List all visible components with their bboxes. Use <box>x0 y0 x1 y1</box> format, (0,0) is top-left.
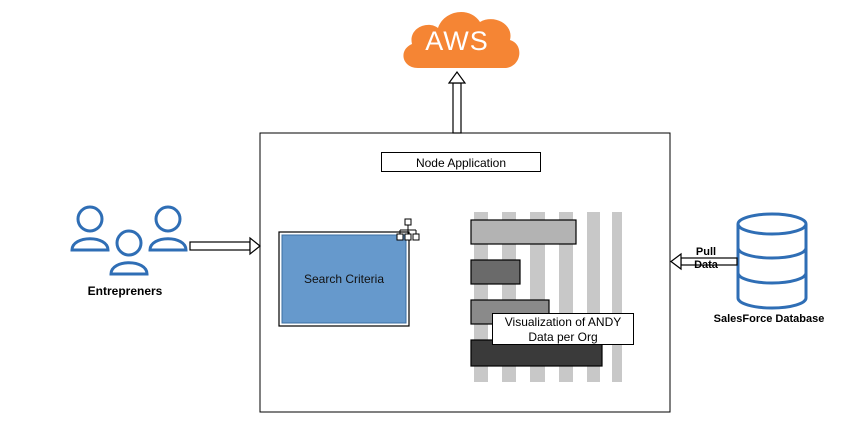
input-arrow <box>189 236 261 256</box>
entrepreneurs-label: Entrepreners <box>87 284 163 298</box>
aws-label: AWS <box>425 26 489 56</box>
cloud-icon <box>403 11 520 68</box>
pull-data-arrow <box>670 252 738 271</box>
search-criteria-label: Search Criteria <box>303 272 385 286</box>
pull-data-label: Pull Data <box>688 246 724 272</box>
upload-arrow <box>447 70 467 134</box>
visualization-label-line1: Visualization of ANDY <box>504 315 622 329</box>
salesforce-database-label: SalesForce Database <box>713 313 825 325</box>
node-application-title: Node Application <box>381 152 541 172</box>
pull-label-line1: Pull <box>695 246 717 258</box>
visualization-label: Visualization of ANDY Data per Org <box>492 313 634 345</box>
sitemap-icon <box>396 218 420 241</box>
search-criteria-panel <box>278 231 410 327</box>
visualization-label-line2: Data per Org <box>528 330 598 344</box>
users-icon <box>70 205 188 276</box>
database-icon <box>736 212 808 310</box>
bar-chart-icon <box>470 212 622 382</box>
pull-label-line2: Data <box>694 259 718 271</box>
